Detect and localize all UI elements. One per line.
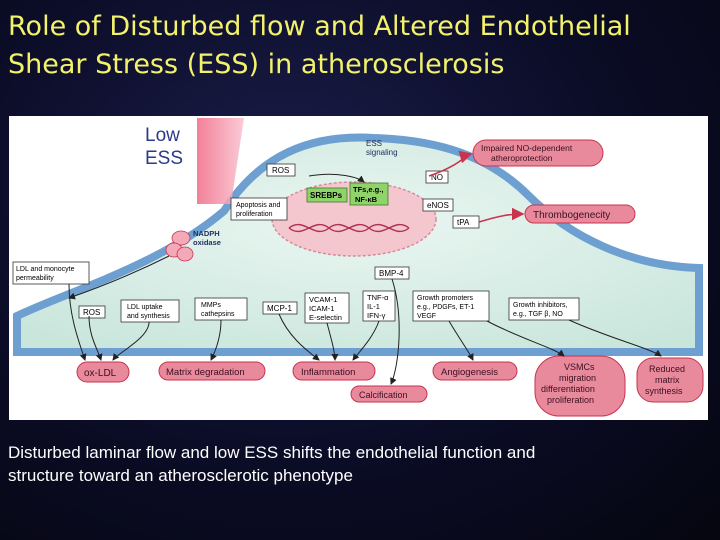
svg-text:e.g., TGF β, NO: e.g., TGF β, NO (513, 311, 563, 318)
svg-text:ROS: ROS (272, 166, 289, 175)
diagram-svg: Low ESS ESS signaling ROS SREBPs TFs,e.g… (12, 118, 704, 417)
svg-text:and synthesis: and synthesis (127, 313, 170, 320)
svg-text:Matrix degradation: Matrix degradation (166, 367, 245, 378)
ldl-permeability-box: LDL and monocyte permeability (12, 261, 90, 285)
tpa-box: tPA (452, 215, 480, 229)
title-line-2: Shear Stress (ESS) in atherosclerosis (8, 49, 505, 80)
svg-text:eNOS: eNOS (427, 201, 449, 210)
matrix-degradation-pill: Matrix degradation (158, 361, 266, 381)
slide-title: Role of Disturbed flow and Altered Endot… (8, 8, 708, 84)
low-ess-label-2: ESS (145, 148, 183, 169)
svg-text:Reduced: Reduced (649, 364, 685, 374)
mmps-box: MMPs cathepsins (194, 297, 248, 321)
svg-text:Calcification: Calcification (359, 390, 408, 400)
svg-text:matrix: matrix (655, 375, 680, 385)
svg-text:NADPH: NADPH (193, 229, 220, 238)
vsmcs-pill: VSMCs migration differentiation prolifer… (534, 355, 626, 417)
reduced-matrix-pill: Reduced matrix synthesis (636, 357, 704, 403)
inflammation-pill: Inflammation (292, 361, 376, 381)
caption-line-2: structure toward an atherosclerotic phen… (8, 466, 353, 485)
nadph-oxidase: NADPH oxidase (165, 229, 221, 262)
no-box: NO (425, 170, 449, 184)
srebps-box: SREBPs (306, 187, 348, 203)
mcp1-box: MCP-1 (262, 301, 298, 315)
tnf-box: TNF-α IL-1 IFN-γ (362, 290, 396, 322)
svg-text:LDL and monocyte: LDL and monocyte (16, 266, 75, 273)
svg-text:MCP-1: MCP-1 (267, 304, 292, 313)
svg-text:TNF-α: TNF-α (367, 293, 389, 302)
svg-text:ROS: ROS (83, 308, 100, 317)
ros-top-box: ROS (266, 163, 296, 177)
ldl-uptake-box: LDL uptake and synthesis (120, 299, 180, 323)
svg-text:proliferation: proliferation (547, 395, 594, 405)
svg-text:E-selectin: E-selectin (309, 313, 342, 322)
title-line-1: Role of Disturbed flow and Altered Endot… (8, 11, 631, 42)
svg-text:NO: NO (431, 173, 443, 182)
svg-text:Impaired NO-dependent: Impaired NO-dependent (481, 143, 573, 153)
tfs-box: TFs,e.g., NF-κB (349, 182, 389, 206)
svg-text:MMPs: MMPs (201, 302, 221, 309)
svg-text:synthesis: synthesis (645, 386, 683, 396)
vcam-box: VCAM-1 ICAM-1 E-selectin (304, 292, 350, 324)
svg-text:IL-1: IL-1 (367, 302, 380, 311)
svg-text:Angiogenesis: Angiogenesis (441, 367, 498, 378)
svg-text:SREBPs: SREBPs (310, 191, 343, 200)
svg-text:Growth promoters: Growth promoters (417, 295, 474, 302)
apoptosis-box: Apoptosis and proliferation (230, 197, 288, 221)
svg-text:VCAM-1: VCAM-1 (309, 295, 337, 304)
svg-text:LDL uptake: LDL uptake (127, 304, 163, 311)
growth-inhibitors-box: Growth inhibitors, e.g., TGF β, NO (508, 297, 580, 321)
svg-text:VEGF: VEGF (417, 313, 436, 320)
svg-text:migration: migration (559, 373, 596, 383)
thrombogenecity-pill: Thrombogenecity (524, 204, 636, 224)
impaired-no-pill: Impaired NO-dependent atheroprotection (472, 139, 604, 167)
svg-text:Growth inhibitors,: Growth inhibitors, (513, 302, 568, 309)
svg-text:Apoptosis and: Apoptosis and (236, 202, 280, 209)
low-ess-label: Low (145, 125, 180, 146)
svg-text:permeability: permeability (16, 275, 54, 282)
bmp4-box: BMP-4 (374, 266, 410, 280)
svg-text:cathepsins: cathepsins (201, 311, 235, 318)
svg-text:differentiation: differentiation (541, 384, 595, 394)
growth-promoters-box: Growth promoters e.g., PDGFs, ET-1 VEGF (412, 290, 490, 322)
caption-line-1: Disturbed laminar flow and low ESS shift… (8, 443, 536, 462)
svg-text:BMP-4: BMP-4 (379, 269, 404, 278)
dna-helix-strand (288, 223, 410, 233)
slide-caption: Disturbed laminar flow and low ESS shift… (8, 441, 708, 487)
svg-text:ox-LDL: ox-LDL (84, 368, 117, 379)
ros-bottom-box: ROS (78, 305, 106, 319)
svg-text:Thrombogenecity: Thrombogenecity (533, 210, 610, 221)
ess-signaling-label: ESS (366, 139, 382, 148)
svg-text:IFN-γ: IFN-γ (367, 311, 386, 320)
ess-signaling-label-2: signaling (366, 148, 398, 157)
enos-box: eNOS (422, 198, 454, 212)
svg-text:oxidase: oxidase (193, 238, 221, 247)
low-ess-wedge (197, 118, 244, 204)
calcification-pill: Calcification (350, 385, 428, 403)
oxldl-pill: ox-LDL (76, 361, 130, 383)
svg-text:tPA: tPA (457, 218, 470, 227)
endothelial-cell-diagram: Low ESS ESS signaling ROS SREBPs TFs,e.g… (9, 116, 708, 420)
svg-text:TFs,e.g.,: TFs,e.g., (353, 185, 383, 194)
angiogenesis-pill: Angiogenesis (432, 361, 518, 381)
svg-text:e.g., PDGFs, ET-1: e.g., PDGFs, ET-1 (417, 304, 474, 311)
svg-text:NF-κB: NF-κB (355, 195, 378, 204)
svg-text:Inflammation: Inflammation (301, 367, 355, 378)
connector-arrows (68, 150, 662, 385)
svg-text:VSMCs: VSMCs (564, 362, 595, 372)
svg-text:atheroprotection: atheroprotection (491, 153, 553, 163)
svg-text:ICAM-1: ICAM-1 (309, 304, 334, 313)
svg-text:proliferation: proliferation (236, 211, 273, 218)
